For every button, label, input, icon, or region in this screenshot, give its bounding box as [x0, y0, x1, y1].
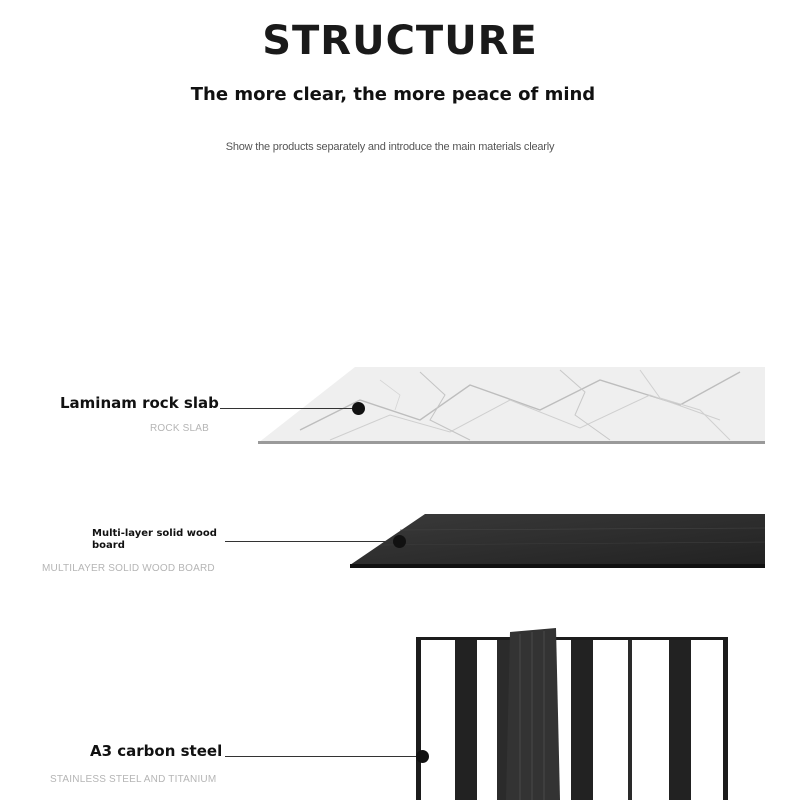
wood-board-image [350, 514, 766, 568]
page-subtitle: The more clear, the more peace of mind [190, 84, 596, 105]
steel-frame-image [416, 628, 728, 800]
steel-frame-label: A3 carbon steel [90, 742, 223, 760]
rock-slab-marker [352, 402, 365, 415]
wood-board-sublabel: MULTILAYER SOLID WOOD BOARD [42, 563, 215, 574]
rock-slab-leader-line [220, 408, 358, 409]
steel-frame-leader-line [225, 756, 421, 757]
rock-slab-label: Laminam rock slab [60, 394, 219, 412]
steel-frame-sublabel: STAINLESS STEEL AND TITANIUM [50, 774, 217, 785]
rock-slab-image [258, 367, 765, 444]
page-description: Show the products separately and introdu… [225, 141, 555, 153]
wood-board-marker [393, 535, 406, 548]
wood-board-label: Multi-layer solid wood board [92, 528, 217, 551]
wood-board-leader-line [225, 541, 399, 542]
steel-frame-marker [416, 750, 429, 763]
rock-slab-sublabel: ROCK SLAB [150, 423, 210, 434]
page-title: STRUCTURE [262, 18, 538, 64]
